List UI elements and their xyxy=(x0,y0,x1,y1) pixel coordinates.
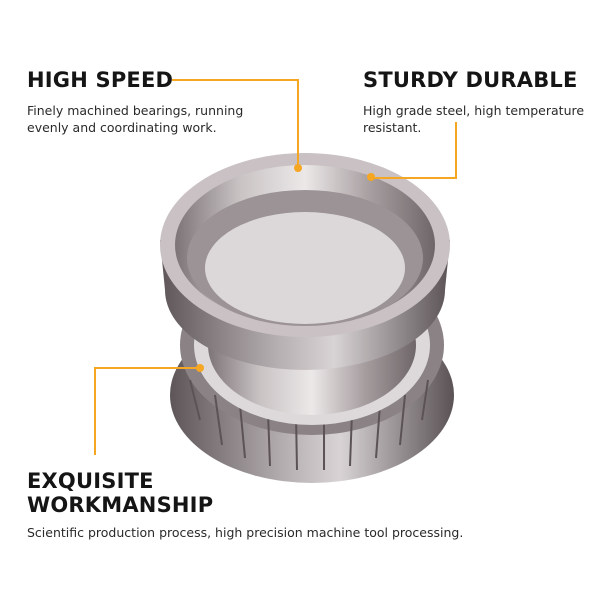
outer-cup-ring xyxy=(160,153,450,370)
feature-text-exquisite-workmanship: Scientific production process, high prec… xyxy=(27,525,464,540)
text-line: High grade steel, high temperature xyxy=(363,103,585,118)
feature-title-high-speed: HIGH SPEED xyxy=(27,68,174,92)
feature-title-sturdy-durable: STURDY DURABLE xyxy=(363,68,578,92)
callout-dots xyxy=(196,164,375,372)
feature-title-exquisite-workmanship: EXQUISITE WORKMANSHIP xyxy=(27,469,213,517)
text-line: evenly and coordinating work. xyxy=(27,120,217,135)
text-line: resistant. xyxy=(363,120,422,135)
feature-text-high-speed: Finely machined bearings, running evenly… xyxy=(27,102,243,136)
title-line: EXQUISITE xyxy=(27,469,154,493)
feature-text-sturdy-durable: High grade steel, high temperature resis… xyxy=(363,102,584,136)
text-line: Finely machined bearings, running xyxy=(27,103,244,118)
callout-lines xyxy=(94,79,457,455)
title-line: WORKMANSHIP xyxy=(27,493,214,517)
